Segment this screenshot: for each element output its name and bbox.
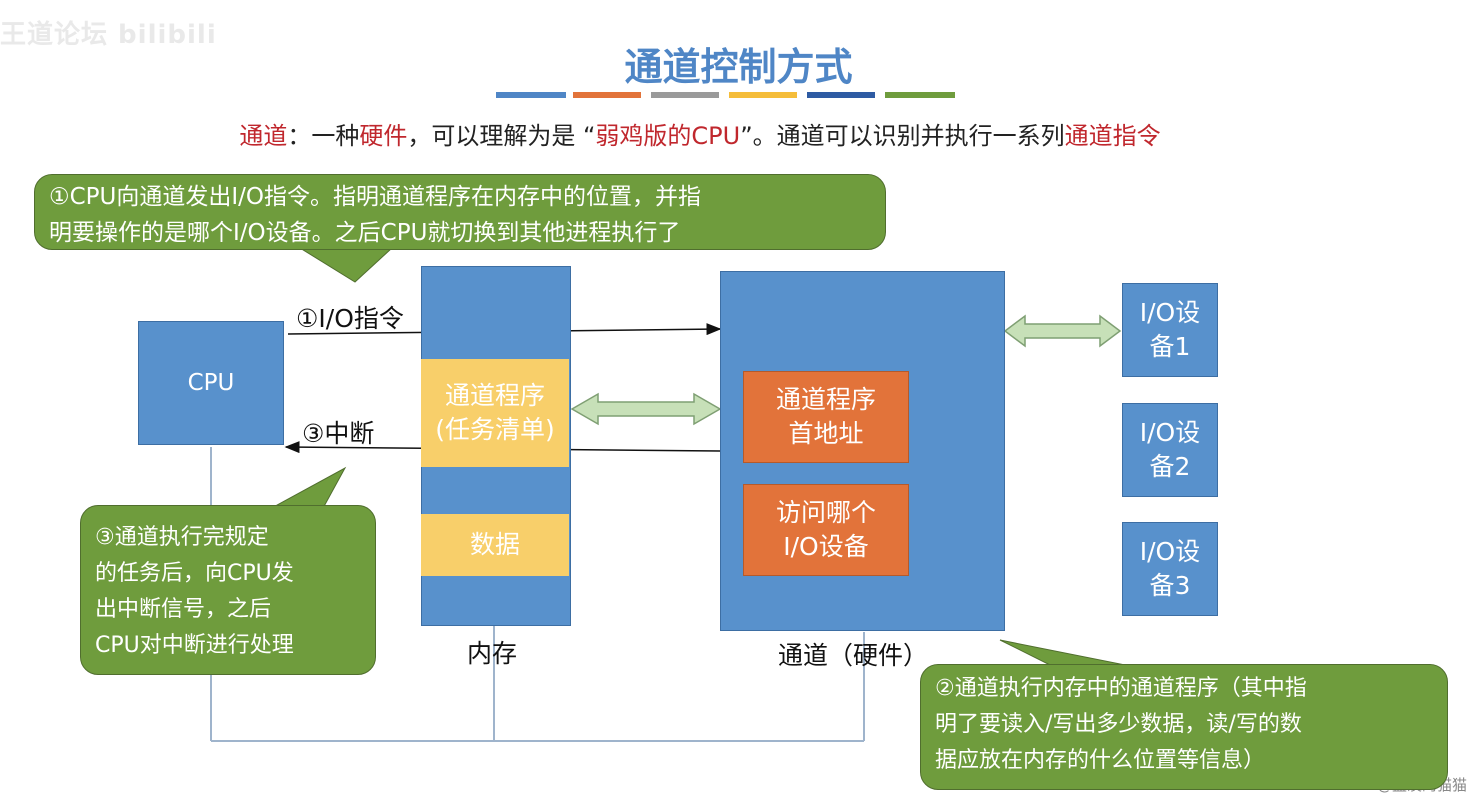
callout-2-line-2: 明了要读入/写出多少数据，读/写的数	[935, 712, 1302, 737]
intro-term-channel: 通道	[239, 122, 288, 150]
channel-target-device: 访问哪个 I/O设备	[743, 484, 909, 576]
io-device-3: I/O设 备3	[1122, 522, 1218, 616]
memory-channel-double-arrow	[570, 392, 722, 426]
channel-address-line-1: 通道程序	[775, 385, 876, 414]
io-device-2: I/O设 备2	[1122, 403, 1218, 497]
intro-term-channel-instructions: 通道指令	[1064, 122, 1161, 150]
callout-2-line-1: ②通道执行内存中的通道程序（其中指	[935, 676, 1307, 701]
memory-channel-program: 通道程序 (任务清单)	[421, 359, 569, 467]
callout-channel-interrupt: ③通道执行完规定 的任务后，向CPU发 出中断信号，之后 CPU对中断进行处理	[80, 505, 376, 675]
memory-data-label: 数据	[469, 530, 520, 559]
channel-device-line-2: I/O设备	[783, 532, 869, 561]
page-title: 通道控制方式	[624, 45, 853, 89]
io-device-2-line-1: I/O设	[1139, 418, 1201, 447]
callout-1-tail	[298, 247, 394, 283]
memory-label: 内存	[467, 639, 518, 668]
io-instruction-label: ①I/O指令	[296, 304, 404, 333]
channel-device-line-1: 访问哪个	[775, 498, 876, 527]
io-device-1-line-2: 备1	[1149, 332, 1191, 361]
io-device-3-line-1: I/O设	[1139, 537, 1201, 566]
memory-data-block: 数据	[421, 514, 569, 576]
intro-term-weak-cpu: 弱鸡版的CPU	[595, 122, 741, 150]
io-device-1-line-1: I/O设	[1139, 298, 1201, 327]
intro-text-3: ”。通道可以识别并执行一系列	[740, 122, 1065, 150]
interrupt-label: ③中断	[302, 419, 375, 448]
callout-3-line-1: ③通道执行完规定	[95, 525, 269, 550]
callout-1-line-1: ①CPU向通道发出I/O指令。指明通道程序在内存中的位置，并指	[49, 184, 702, 210]
cpu-label: CPU	[187, 370, 235, 396]
intro-text-2: ，可以理解为是 “	[407, 122, 596, 150]
callout-3-tail	[267, 466, 347, 511]
callout-3-line-3: 出中断信号，之后	[95, 597, 272, 622]
title-underline-1	[496, 92, 566, 98]
watermark-top-left: 王道论坛 bilibili	[0, 20, 217, 50]
channel-label: 通道（硬件）	[778, 641, 929, 670]
callout-cpu-issues-io: ①CPU向通道发出I/O指令。指明通道程序在内存中的位置，并指 明要操作的是哪个…	[34, 174, 886, 250]
callout-2-line-3: 据应放在内存的什么位置等信息）	[935, 748, 1266, 773]
io-device-3-line-2: 备3	[1149, 571, 1191, 600]
intro-sentence: 通道：一种硬件，可以理解为是 “弱鸡版的CPU”。通道可以识别并执行一系列通道指…	[0, 116, 1400, 151]
io-device-2-line-2: 备2	[1149, 452, 1191, 481]
title-underline-5	[807, 92, 875, 98]
callout-3-line-4: CPU对中断进行处理	[95, 633, 294, 658]
callout-3-line-2: 的任务后，向CPU发	[95, 561, 294, 586]
intro-text-1: ：一种	[287, 122, 360, 150]
callout-channel-executes: ②通道执行内存中的通道程序（其中指 明了要读入/写出多少数据，读/写的数 据应放…	[920, 664, 1448, 790]
title-underline-6	[885, 92, 955, 98]
channel-program-address: 通道程序 首地址	[743, 371, 909, 463]
io-device-1: I/O设 备1	[1122, 283, 1218, 377]
channel-address-line-2: 首地址	[788, 419, 864, 448]
cpu-box: CPU	[138, 321, 284, 445]
callout-1-line-2: 明要操作的是哪个I/O设备。之后CPU就切换到其他进程执行了	[49, 220, 681, 246]
channel-program-line-1: 通道程序	[444, 381, 545, 410]
title-underline-2	[573, 92, 641, 98]
title-underline-4	[729, 92, 797, 98]
channel-device-double-arrow	[1003, 314, 1122, 348]
channel-program-line-2: (任务清单)	[435, 415, 555, 444]
title-underline-3	[651, 92, 719, 98]
intro-term-hardware: 硬件	[359, 122, 408, 150]
